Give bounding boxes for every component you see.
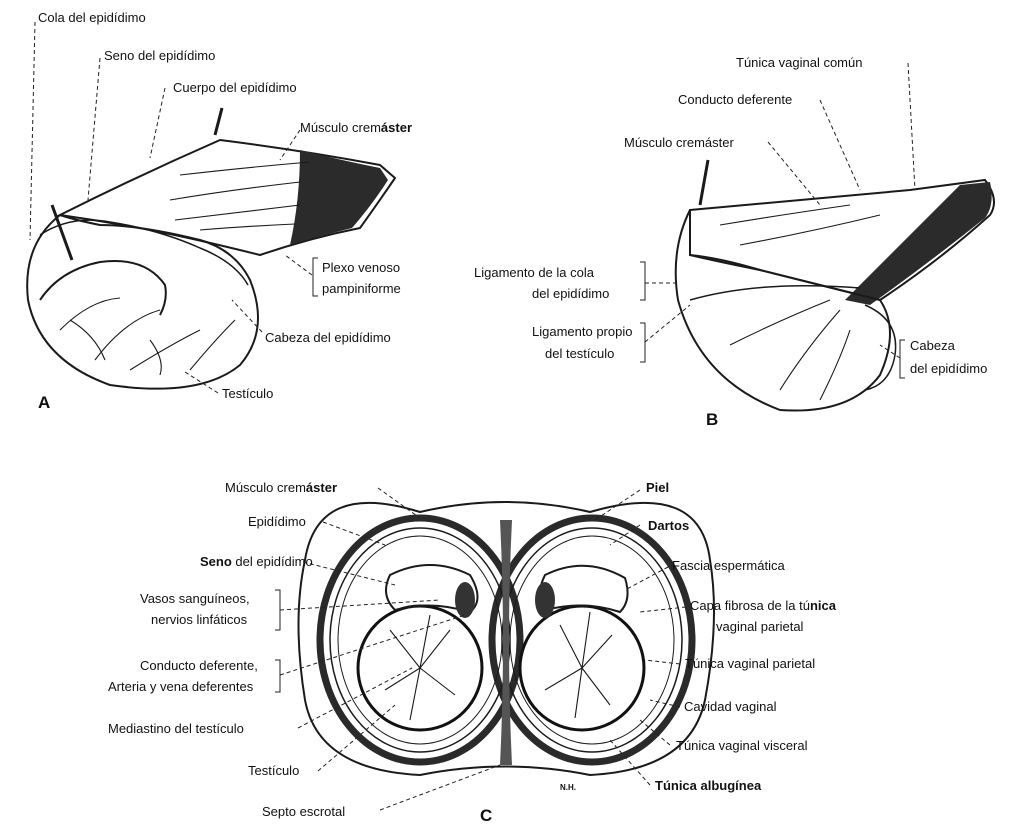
label-testiculo-c: Testículo: [248, 763, 299, 778]
label-piel: Piel: [646, 480, 669, 495]
label-ligamento-cola-1: Ligamento de la cola: [474, 265, 595, 280]
label-ligamento-cola-2: del epidídimo: [532, 286, 609, 301]
label-musculo-cremaster-a: Músculo cremáster: [300, 120, 412, 135]
label-cabeza-b-2: del epidídimo: [910, 361, 987, 376]
label-nervios-linfaticos: nervios linfáticos: [151, 612, 248, 627]
label-conducto-deferente-b: Conducto deferente: [678, 92, 792, 107]
label-tunica-vaginal-comun: Túnica vaginal común: [736, 55, 862, 70]
label-ligamento-propio-1: Ligamento propio: [532, 324, 632, 339]
panel-letter-b: B: [706, 410, 718, 429]
panel-letter-c: C: [480, 806, 492, 825]
label-testiculo-a: Testículo: [222, 386, 273, 401]
label-conducto-deferente-c: Conducto deferente,: [140, 658, 258, 673]
label-cabeza-epididimo-a: Cabeza del epidídimo: [265, 330, 391, 345]
panel-letter-a: A: [38, 393, 50, 412]
label-capa-fibrosa: Capa fibrosa de la túnica: [690, 598, 837, 613]
label-tunica-vaginal-visceral: Túnica vaginal visceral: [676, 738, 808, 753]
label-vaginal-parietal: vaginal parietal: [716, 619, 804, 634]
label-tunica-albuginea: Túnica albugínea: [655, 778, 762, 793]
label-dartos: Dartos: [648, 518, 689, 533]
label-vasos-sanguineos: Vasos sanguíneos,: [140, 591, 250, 606]
label-musculo-cremaster-b: Músculo cremáster: [624, 135, 734, 150]
label-plexo-venoso: Plexo venoso: [322, 260, 400, 275]
label-seno-epididimo-c: Seno del epidídimo: [200, 554, 313, 569]
label-cuerpo-epididimo: Cuerpo del epidídimo: [173, 80, 297, 95]
label-tunica-vaginal-parietal: Túnica vaginal parietal: [685, 656, 815, 671]
label-mediastino: Mediastino del testículo: [108, 721, 244, 736]
label-fascia-espermatica: Fascia espermática: [672, 558, 785, 573]
artist-signature: N.H.: [560, 783, 576, 792]
panel-a-drawing: [27, 108, 395, 389]
label-ligamento-propio-2: del testículo: [545, 346, 614, 361]
label-septo-escrotal: Septo escrotal: [262, 804, 345, 819]
label-pampiniforme: pampiniforme: [322, 281, 401, 296]
label-cola-epididimo: Cola del epidídimo: [38, 10, 146, 25]
label-seno-epididimo-a: Seno del epidídimo: [104, 48, 215, 63]
label-musculo-cremaster-c: Músculo cremáster: [225, 480, 337, 495]
label-cavidad-vaginal: Cavidad vaginal: [684, 699, 777, 714]
label-epididimo-c: Epidídimo: [248, 514, 306, 529]
label-arteria-vena: Arteria y vena deferentes: [108, 679, 254, 694]
label-cabeza-b-1: Cabeza: [910, 338, 956, 353]
